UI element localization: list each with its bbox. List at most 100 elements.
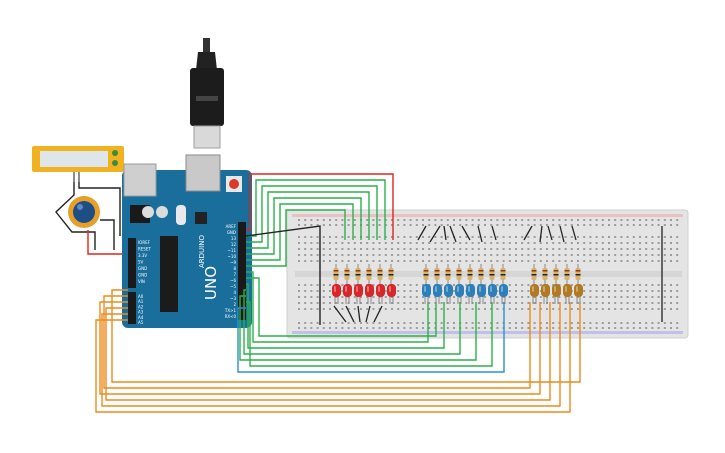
breadboard-hole[interactable]: [366, 302, 369, 304]
breadboard-hole[interactable]: [329, 242, 331, 244]
breadboard-hole[interactable]: [676, 296, 679, 298]
breadboard-hole[interactable]: [304, 219, 307, 221]
breadboard-hole[interactable]: [347, 219, 350, 221]
breadboard-hole[interactable]: [663, 242, 666, 244]
breadboard-hole[interactable]: [608, 248, 610, 250]
breadboard-hole[interactable]: [310, 296, 313, 298]
breadboard-hole[interactable]: [403, 242, 406, 244]
breadboard-hole[interactable]: [608, 219, 610, 221]
breadboard-hole[interactable]: [583, 296, 586, 298]
breadboard-hole[interactable]: [298, 327, 300, 329]
breadboard-hole[interactable]: [335, 219, 338, 221]
breadboard-hole[interactable]: [453, 322, 455, 324]
digital-header[interactable]: [238, 222, 246, 320]
breadboard-hole[interactable]: [459, 296, 462, 298]
breadboard-hole[interactable]: [614, 284, 617, 286]
breadboard-hole[interactable]: [459, 254, 462, 256]
breadboard-hole[interactable]: [397, 236, 400, 238]
breadboard-hole[interactable]: [378, 224, 381, 226]
resistor[interactable]: [366, 264, 372, 286]
breadboard-hole[interactable]: [552, 327, 555, 329]
breadboard-hole[interactable]: [626, 284, 629, 286]
breadboard-hole[interactable]: [322, 254, 325, 256]
breadboard-hole[interactable]: [397, 327, 400, 329]
breadboard-hole[interactable]: [397, 242, 400, 244]
led-yellow[interactable]: [552, 284, 561, 304]
breadboard-hole[interactable]: [527, 254, 530, 256]
breadboard-hole[interactable]: [310, 236, 313, 238]
breadboard-hole[interactable]: [670, 248, 672, 250]
breadboard-hole[interactable]: [496, 322, 499, 324]
breadboard-hole[interactable]: [353, 284, 356, 286]
breadboard-hole[interactable]: [453, 327, 455, 329]
breadboard-hole[interactable]: [409, 219, 412, 221]
breadboard-hole[interactable]: [515, 290, 517, 292]
breadboard-hole[interactable]: [527, 248, 530, 250]
breadboard-hole[interactable]: [484, 254, 486, 256]
breadboard-hole[interactable]: [577, 302, 579, 304]
breadboard-hole[interactable]: [608, 224, 610, 226]
led-red[interactable]: [376, 284, 385, 304]
breadboard-hole[interactable]: [465, 219, 468, 221]
breadboard-hole[interactable]: [515, 296, 517, 298]
breadboard-hole[interactable]: [298, 322, 300, 324]
breadboard-hole[interactable]: [552, 260, 555, 262]
breadboard-hole[interactable]: [397, 224, 400, 226]
breadboard-hole[interactable]: [391, 302, 393, 304]
breadboard-hole[interactable]: [515, 248, 517, 250]
breadboard-hole[interactable]: [422, 224, 424, 226]
breadboard-hole[interactable]: [353, 242, 356, 244]
breadboard-hole[interactable]: [539, 248, 542, 250]
breadboard-hole[interactable]: [471, 236, 474, 238]
breadboard-hole[interactable]: [335, 260, 338, 262]
breadboard-hole[interactable]: [645, 302, 648, 304]
breadboard-hole[interactable]: [651, 248, 654, 250]
breadboard-hole[interactable]: [676, 236, 679, 238]
breadboard-hole[interactable]: [620, 308, 623, 310]
breadboard-hole[interactable]: [484, 242, 486, 244]
breadboard-hole[interactable]: [415, 248, 418, 250]
breadboard-hole[interactable]: [415, 219, 418, 221]
breadboard-hole[interactable]: [453, 296, 455, 298]
breadboard-hole[interactable]: [409, 254, 412, 256]
breadboard-hole[interactable]: [515, 242, 517, 244]
breadboard-hole[interactable]: [446, 224, 449, 226]
breadboard-hole[interactable]: [496, 236, 499, 238]
breadboard-hole[interactable]: [490, 242, 493, 244]
breadboard-hole[interactable]: [453, 260, 455, 262]
breadboard-hole[interactable]: [570, 327, 573, 329]
breadboard-hole[interactable]: [310, 219, 313, 221]
breadboard-hole[interactable]: [589, 219, 592, 221]
breadboard-hole[interactable]: [583, 284, 586, 286]
resistor[interactable]: [355, 264, 361, 286]
breadboard-hole[interactable]: [639, 322, 641, 324]
breadboard-hole[interactable]: [639, 242, 641, 244]
breadboard-hole[interactable]: [651, 302, 654, 304]
breadboard-hole[interactable]: [608, 302, 610, 304]
breadboard-hole[interactable]: [353, 236, 356, 238]
breadboard-hole[interactable]: [415, 308, 418, 310]
breadboard-hole[interactable]: [502, 248, 505, 250]
breadboard-hole[interactable]: [384, 290, 387, 292]
breadboard-hole[interactable]: [316, 248, 319, 250]
breadboard-hole[interactable]: [601, 322, 604, 324]
breadboard-hole[interactable]: [558, 242, 561, 244]
breadboard-hole[interactable]: [583, 242, 586, 244]
breadboard-hole[interactable]: [508, 260, 511, 262]
breadboard-hole[interactable]: [663, 260, 666, 262]
breadboard-hole[interactable]: [434, 296, 437, 298]
breadboard-hole[interactable]: [508, 308, 511, 310]
breadboard-hole[interactable]: [657, 327, 660, 329]
breadboard-hole[interactable]: [583, 236, 586, 238]
breadboard-hole[interactable]: [527, 260, 530, 262]
breadboard-hole[interactable]: [304, 308, 307, 310]
breadboard-hole[interactable]: [397, 254, 400, 256]
breadboard-hole[interactable]: [546, 236, 548, 238]
breadboard-hole[interactable]: [657, 236, 660, 238]
breadboard-hole[interactable]: [639, 284, 641, 286]
breadboard-hole[interactable]: [601, 308, 604, 310]
breadboard-hole[interactable]: [378, 322, 381, 324]
breadboard-hole[interactable]: [409, 260, 412, 262]
breadboard-hole[interactable]: [434, 248, 437, 250]
breadboard-hole[interactable]: [329, 248, 331, 250]
